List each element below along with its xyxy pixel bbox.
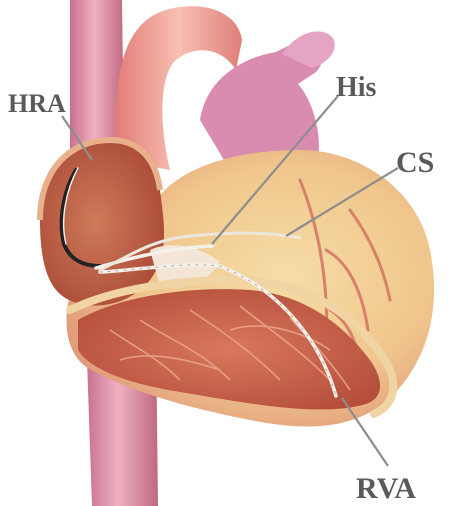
rva-label: RVA — [356, 472, 416, 505]
his-label: His — [336, 72, 377, 103]
superior-vena-cava — [70, 0, 124, 160]
hra-label: HRA — [8, 89, 66, 118]
cs-label: CS — [396, 146, 434, 179]
